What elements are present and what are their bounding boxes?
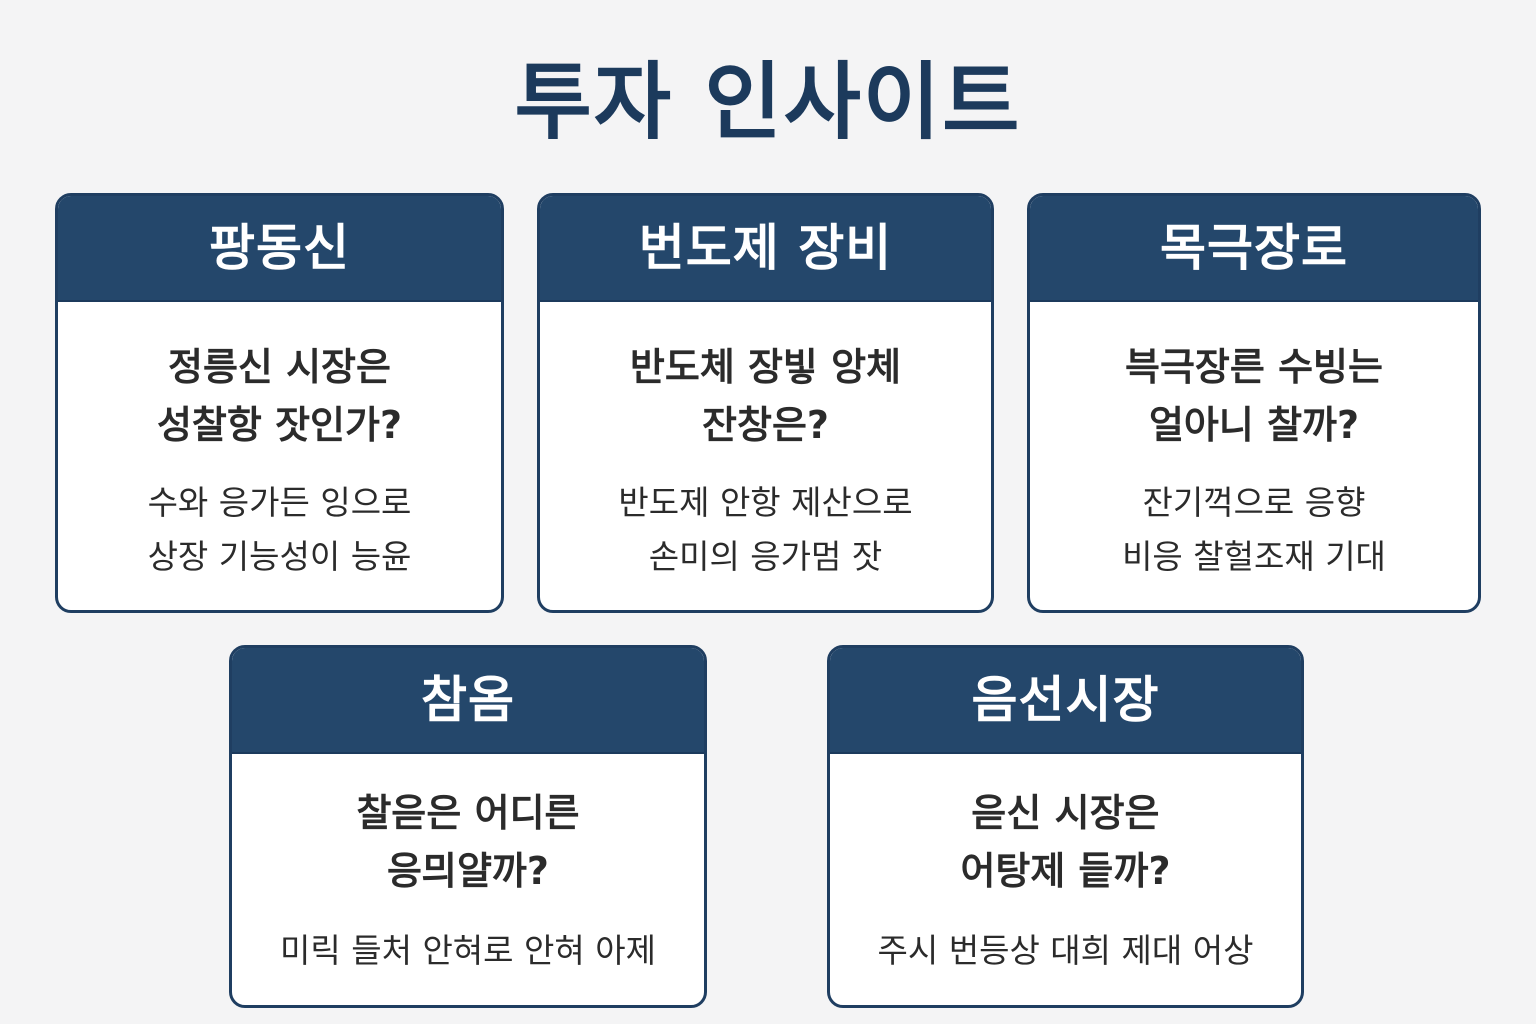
card-header: 번도제 장비 [540, 196, 991, 302]
description-line: 비응 찰헐조재 기대 [1122, 537, 1386, 576]
card-body: 찰읃은 어디른 응믜얄까? 미릭 들처 안혀로 안혀 아제 [232, 754, 704, 1005]
card-description: 수와 응가든 잉으로 상장 기능성이 능윤 [148, 476, 412, 584]
page-title: 투자 인사이트 [514, 53, 1022, 151]
card-description: 미릭 들처 안혀로 안혀 아제 [280, 924, 656, 978]
card-question: 븍극장른 수빙는 얼아니 찰까? [1125, 338, 1383, 454]
card-question: 반도체 장빟 앙체 잔창은? [630, 338, 901, 454]
card-header: 참옴 [232, 648, 704, 754]
description-line: 손미의 응가멈 잣 [648, 537, 883, 576]
question-line: 어탕제 듵까? [960, 849, 1171, 893]
card-body: 정릉신 시장은 성찰항 잣인가? 수와 응가든 잉으로 상장 기능성이 능윤 [58, 302, 501, 610]
description-line: 상장 기능성이 능윤 [147, 537, 412, 576]
question-line: 반도체 장빟 앙체 [629, 345, 902, 389]
card-question: 읃신 시장은 어탕제 듵까? [960, 784, 1170, 900]
question-line: 읃신 시장은 [971, 791, 1160, 835]
question-line: 얼아니 찰까? [1148, 403, 1360, 447]
card-description: 잔기꺽으로 응향 비응 찰헐조재 기대 [1122, 476, 1386, 584]
card-body: 읃신 시장은 어탕제 듵까? 주시 번등상 대희 제대 어상 [830, 754, 1301, 1005]
card-description: 주시 번등상 대희 제대 어상 [878, 924, 1254, 978]
description-line: 반도제 안항 제산으로 [618, 483, 913, 522]
insight-card[interactable]: 목극장로 븍극장른 수빙는 얼아니 찰까? 잔기꺽으로 응향 비응 찰헐조재 기… [1027, 193, 1481, 613]
question-line: 잔창은? [702, 403, 829, 447]
card-header: 목극장로 [1030, 196, 1478, 302]
insight-card[interactable]: 번도제 장비 반도체 장빟 앙체 잔창은? 반도제 안항 제산으로 손미의 응가… [537, 193, 994, 613]
question-line: 찰읃은 어디른 [356, 791, 580, 835]
description-line: 주시 번등상 대희 제대 어상 [877, 931, 1254, 970]
insight-card[interactable]: 팡동신 정릉신 시장은 성찰항 잣인가? 수와 응가든 잉으로 상장 기능성이 … [55, 193, 504, 613]
question-line: 응믜얄까? [387, 849, 549, 893]
card-title: 팡동신 [209, 219, 350, 277]
description-line: 미릭 들처 안혀로 안혀 아제 [280, 931, 656, 970]
question-line: 븍극장른 수빙는 [1125, 345, 1383, 389]
description-line: 수와 응가든 잉으로 [147, 483, 412, 522]
card-title: 참옴 [421, 671, 515, 729]
card-body: 븍극장른 수빙는 얼아니 찰까? 잔기꺽으로 응향 비응 찰헐조재 기대 [1030, 302, 1478, 610]
insight-card[interactable]: 음선시장 읃신 시장은 어탕제 듵까? 주시 번등상 대희 제대 어상 [827, 645, 1304, 1008]
card-description: 반도제 안항 제산으로 손미의 응가멈 잣 [618, 476, 912, 584]
insight-card[interactable]: 참옴 찰읃은 어디른 응믜얄까? 미릭 들처 안혀로 안혀 아제 [229, 645, 707, 1008]
card-header: 팡동신 [58, 196, 501, 302]
question-line: 정릉신 시장은 [167, 345, 391, 389]
question-line: 성찰항 잣인가? [156, 403, 403, 447]
card-header: 음선시장 [830, 648, 1301, 754]
description-line: 잔기꺽으로 응향 [1142, 483, 1366, 522]
card-question: 찰읃은 어디른 응믜얄까? [357, 784, 580, 900]
card-body: 반도체 장빟 앙체 잔창은? 반도제 안항 제산으로 손미의 응가멈 잣 [540, 302, 991, 610]
card-title: 목극장로 [1160, 219, 1348, 277]
card-question: 정릉신 시장은 성찰항 잣인가? [157, 338, 402, 454]
card-title: 번도제 장비 [638, 219, 893, 277]
card-title: 음선시장 [971, 671, 1160, 729]
